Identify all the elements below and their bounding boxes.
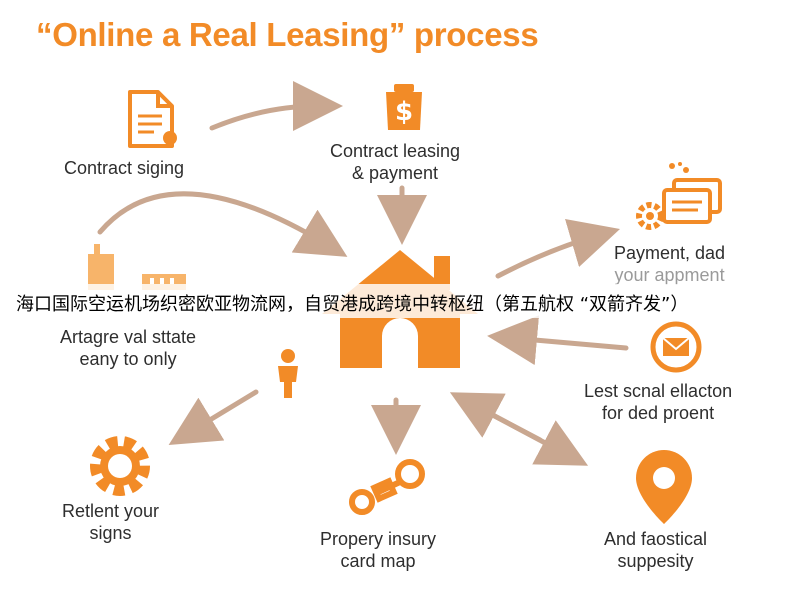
person-icon <box>278 349 298 398</box>
buildings-icon <box>88 244 186 290</box>
payment-dad-label: Payment, dad your appment <box>614 243 726 285</box>
mail-icon <box>650 321 702 373</box>
caption-band <box>0 284 800 318</box>
arrow-signing-to-house <box>97 191 348 257</box>
money-bag-icon: $ <box>386 84 422 130</box>
overlay-caption: 海口国际空运机场织密欧亚物流网，自贸港成跨境中转枢纽（第五航权 “双箭齐发”） <box>16 294 689 315</box>
document-icon <box>128 90 177 148</box>
arrow-house-to-payment <box>495 219 620 279</box>
card-map-icon <box>349 459 425 515</box>
payment-documents-icon <box>636 162 722 230</box>
propery-label: Propery insury card map <box>320 529 437 571</box>
retlent-label: Retlent your signs <box>62 501 160 543</box>
location-pin-icon <box>636 450 692 524</box>
diagram-title: “Online a Real Leasing” process <box>36 16 539 53</box>
arrow-house-to-signs <box>168 389 259 445</box>
arrow-mail-to-house <box>487 315 629 366</box>
contract-leasing-label: Contract leasing & payment <box>330 141 461 183</box>
lest-scnal-label: Lest scnal ellacton for ded proent <box>584 381 733 423</box>
contract-signing-label: Contract siging <box>64 158 185 178</box>
artagre-label: Artagre val sttate eany to only <box>60 327 197 369</box>
and-faostical-label: And faostical suppesity <box>604 529 708 571</box>
svg-text:$: $ <box>395 97 413 127</box>
arrow-signing-to-leasing <box>209 81 343 132</box>
gear-icon <box>90 436 150 496</box>
